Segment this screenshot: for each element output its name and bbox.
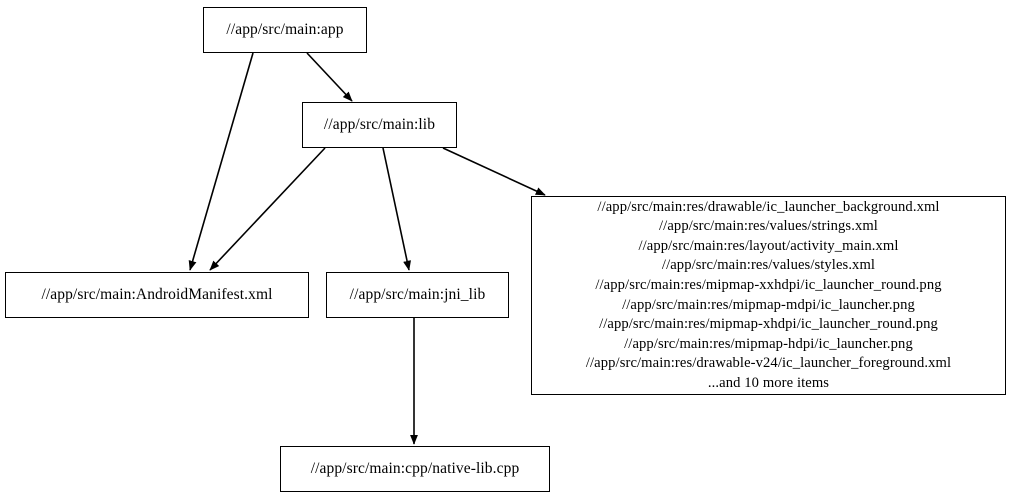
graph-node-resources-label: //app/src/main:res/drawable/ic_launcher_… <box>585 198 952 391</box>
edge-lib-to-resources <box>442 147 546 196</box>
edge-app-to-lib <box>306 52 353 102</box>
graph-node-app[interactable]: //app/src/main:app <box>203 7 367 53</box>
graph-node-app-label: //app/src/main:app <box>226 21 344 39</box>
graph-node-jni-lib-label: //app/src/main:jni_lib <box>349 286 486 304</box>
graph-node-native-lib-cpp[interactable]: //app/src/main:cpp/native-lib.cpp <box>280 446 550 492</box>
graph-node-lib-label: //app/src/main:lib <box>323 116 436 134</box>
graph-node-resources[interactable]: //app/src/main:res/drawable/ic_launcher_… <box>531 196 1006 395</box>
graph-node-lib[interactable]: //app/src/main:lib <box>302 102 457 148</box>
graph-node-android-manifest[interactable]: //app/src/main:AndroidManifest.xml <box>5 272 309 318</box>
graph-node-native-lib-cpp-label: //app/src/main:cpp/native-lib.cpp <box>310 460 520 478</box>
graph-node-jni-lib[interactable]: //app/src/main:jni_lib <box>326 272 509 318</box>
edge-app-to-manifest <box>188 52 254 271</box>
edge-lib-to-manifest <box>209 147 326 271</box>
graph-node-android-manifest-label: //app/src/main:AndroidManifest.xml <box>41 286 273 304</box>
edge-lib-to-jni-lib <box>382 147 411 271</box>
